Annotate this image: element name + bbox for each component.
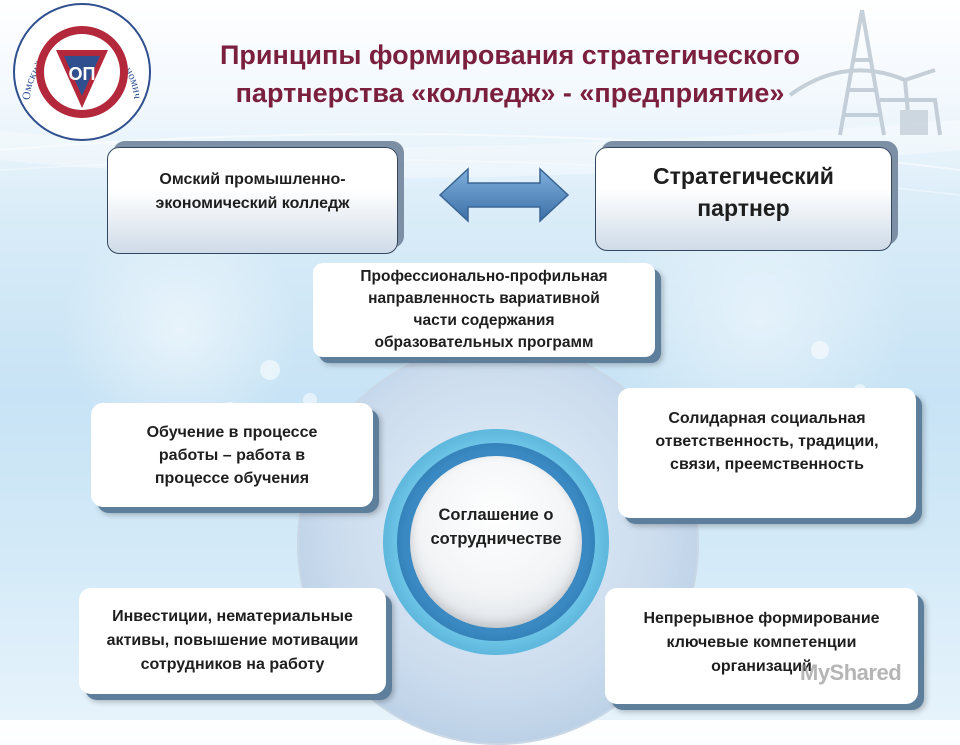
title-line-2: партнерства «колледж» - «предприятие» (235, 78, 785, 108)
principle-left-bottom-line-1: Инвестиции, нематериальные (112, 608, 353, 625)
principle-box-right-bottom: Непрерывное формирование ключевые компет… (605, 588, 918, 704)
college-box: Омский промышленно- экономический коллед… (107, 147, 398, 254)
principle-right-mid-line-2: ответственность, традиции, (655, 432, 879, 450)
principle-left-bottom-line-3: сотрудников на работу (140, 656, 325, 673)
agreement-label: Соглашение о сотрудничестве (405, 503, 587, 551)
principle-left-mid-line-2: работы – работа в (158, 446, 306, 464)
partner-line-1: Стратегический (653, 163, 834, 189)
principle-right-bottom-line-2: ключевые компетенции (666, 634, 857, 651)
principle-top-line-3: части содержания (413, 312, 555, 329)
oil-derrick-icon (788, 9, 942, 136)
principle-top-line-2: направленность вариативной (368, 290, 600, 307)
agreement-line-2: сотрудничестве (430, 530, 562, 548)
strategic-partner-box: Стратегический партнер (595, 147, 892, 251)
agreement-line-1: Соглашение о (438, 506, 554, 524)
partner-line-2: партнер (697, 195, 790, 221)
center-disc (410, 456, 582, 628)
page-title: Принципы формирования стратегического па… (150, 36, 870, 112)
college-line-1: Омский промышленно- (159, 170, 346, 188)
principle-right-bottom-line-1: Непрерывное формирование (643, 610, 880, 627)
principle-box-top: Профессионально-профильная направленност… (313, 263, 655, 357)
principle-top-line-1: Профессионально-профильная (360, 268, 608, 285)
principle-right-mid-line-3: связи, преемственность (670, 455, 864, 473)
college-line-2: экономический колледж (155, 194, 350, 212)
principle-top-line-4: образовательных программ (374, 334, 594, 351)
college-logo: Омский промышленно-экономический колледж… (6, 0, 151, 141)
title-line-1: Принципы формирования стратегического (220, 40, 800, 70)
principle-box-left-bottom: Инвестиции, нематериальные активы, повыш… (79, 588, 386, 694)
double-arrow-icon (438, 167, 570, 223)
watermark: MyShared (800, 660, 902, 685)
principle-left-mid-line-1: Обучение в процессе (146, 423, 318, 441)
principle-box-left-mid: Обучение в процессе работы – работа в пр… (91, 403, 373, 507)
principle-right-bottom-line-3: организаций (711, 658, 812, 675)
logo-monogram: ОП (69, 64, 96, 84)
principle-left-bottom-line-2: активы, повышение мотивации (106, 632, 359, 649)
principle-left-mid-line-3: процессе обучения (154, 469, 310, 487)
principle-right-mid-line-1: Солидарная социальная (668, 409, 866, 427)
principle-box-right-mid: Солидарная социальная ответственность, т… (618, 388, 916, 518)
